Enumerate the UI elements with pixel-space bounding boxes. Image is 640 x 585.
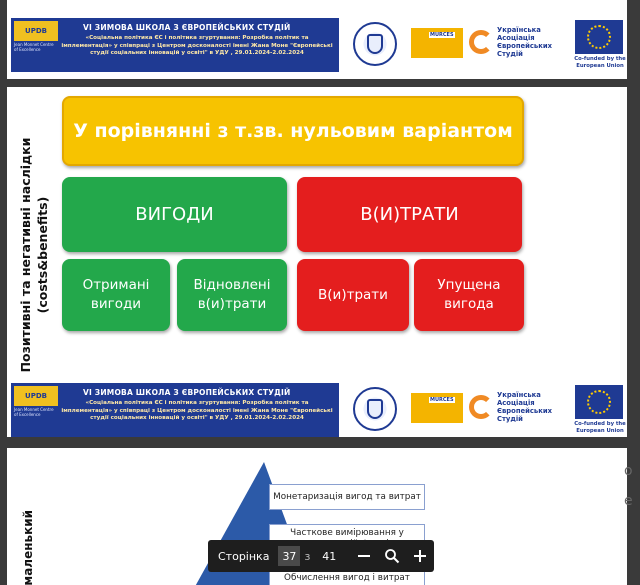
zoom-in-button[interactable] — [406, 542, 434, 570]
page-number-input[interactable] — [278, 546, 301, 566]
university-seal-icon — [353, 22, 397, 66]
adjacent-page-fragment: о е — [624, 463, 633, 509]
slide-side-label: Позитивні та негативні наслідки (costs&b… — [18, 137, 50, 373]
eu-caption: Co-funded by the European Union — [574, 56, 626, 69]
jean-monnet-label: MURCES — [429, 32, 455, 38]
total-pages: 41 — [322, 549, 337, 563]
association-name: Українська Асоціація Європейських Студій — [497, 26, 552, 58]
school-logo: UPDB — [14, 21, 58, 41]
search-icon — [385, 549, 400, 564]
header-banner: UPDB Jean Monnet Centre of Excellence VI… — [11, 18, 339, 72]
school-logo-caption: Jean Monnet Centre of Excellence — [14, 42, 54, 52]
null-variant-box: У порівнянні з т.зв. нульовим варіантом — [62, 96, 524, 166]
restored-costs-box: Відновлені в(и)трати — [177, 259, 287, 331]
zoom-out-icon — [358, 555, 371, 557]
slide-side-label: /маленький — [21, 509, 35, 585]
costs-small-box: В(и)трати — [297, 259, 409, 331]
pyramid-item: Монетаризація вигод та витрат — [269, 484, 425, 510]
header-title: VI ЗИМОВА ШКОЛА З ЄВРОПЕЙСЬКИХ СТУДІЙ — [83, 23, 291, 32]
jean-monnet-logo: MURCES — [411, 393, 463, 423]
header-title: VI ЗИМОВА ШКОЛА З ЄВРОПЕЙСЬКИХ СТУДІЙ — [83, 388, 291, 397]
eu-flag-icon — [575, 385, 623, 419]
association-logo-icon — [469, 30, 493, 54]
partner-logos: MURCES Українська Асоціація Європейських… — [347, 381, 627, 437]
page-toolbar: Сторінка з 41 — [208, 540, 434, 572]
header-description: «Соціальна політика ЄС і політика згурту… — [61, 400, 333, 421]
eu-flag-icon — [575, 20, 623, 54]
costs-box: В(И)ТРАТИ — [297, 177, 522, 252]
benefits-box: ВИГОДИ — [62, 177, 287, 252]
slide-header: UPDB Jean Monnet Centre of Excellence VI… — [7, 14, 627, 76]
lost-benefit-box: Упущена вигода — [414, 259, 524, 331]
header-banner: UPDB Jean Monnet Centre of Excellence VI… — [11, 383, 339, 437]
jean-monnet-label: MURCES — [429, 397, 455, 403]
association-name: Українська Асоціація Європейських Студій — [497, 391, 552, 423]
page-label: Сторінка — [218, 549, 270, 563]
pdf-page: Позитивні та негативні наслідки (costs&b… — [7, 87, 627, 437]
slide-header: UPDB Jean Monnet Centre of Excellence VI… — [7, 379, 627, 437]
university-seal-icon — [353, 387, 397, 431]
zoom-in-icon — [414, 550, 427, 562]
pdf-page: UPDB Jean Monnet Centre of Excellence VI… — [7, 0, 627, 79]
zoom-out-button[interactable] — [350, 542, 378, 570]
header-description: «Соціальна політика ЄС і політика згурту… — [61, 35, 333, 56]
partner-logos: MURCES Українська Асоціація Європейських… — [347, 16, 627, 74]
school-logo-caption: Jean Monnet Centre of Excellence — [14, 407, 54, 417]
page-separator: з — [304, 549, 311, 563]
school-logo: UPDB — [14, 386, 58, 406]
jean-monnet-logo: MURCES — [411, 28, 463, 58]
association-logo-icon — [469, 395, 493, 419]
received-benefits-box: Отримані вигоди — [62, 259, 170, 331]
eu-caption: Co-funded by the European Union — [574, 421, 626, 434]
zoom-search-button[interactable] — [378, 542, 406, 570]
